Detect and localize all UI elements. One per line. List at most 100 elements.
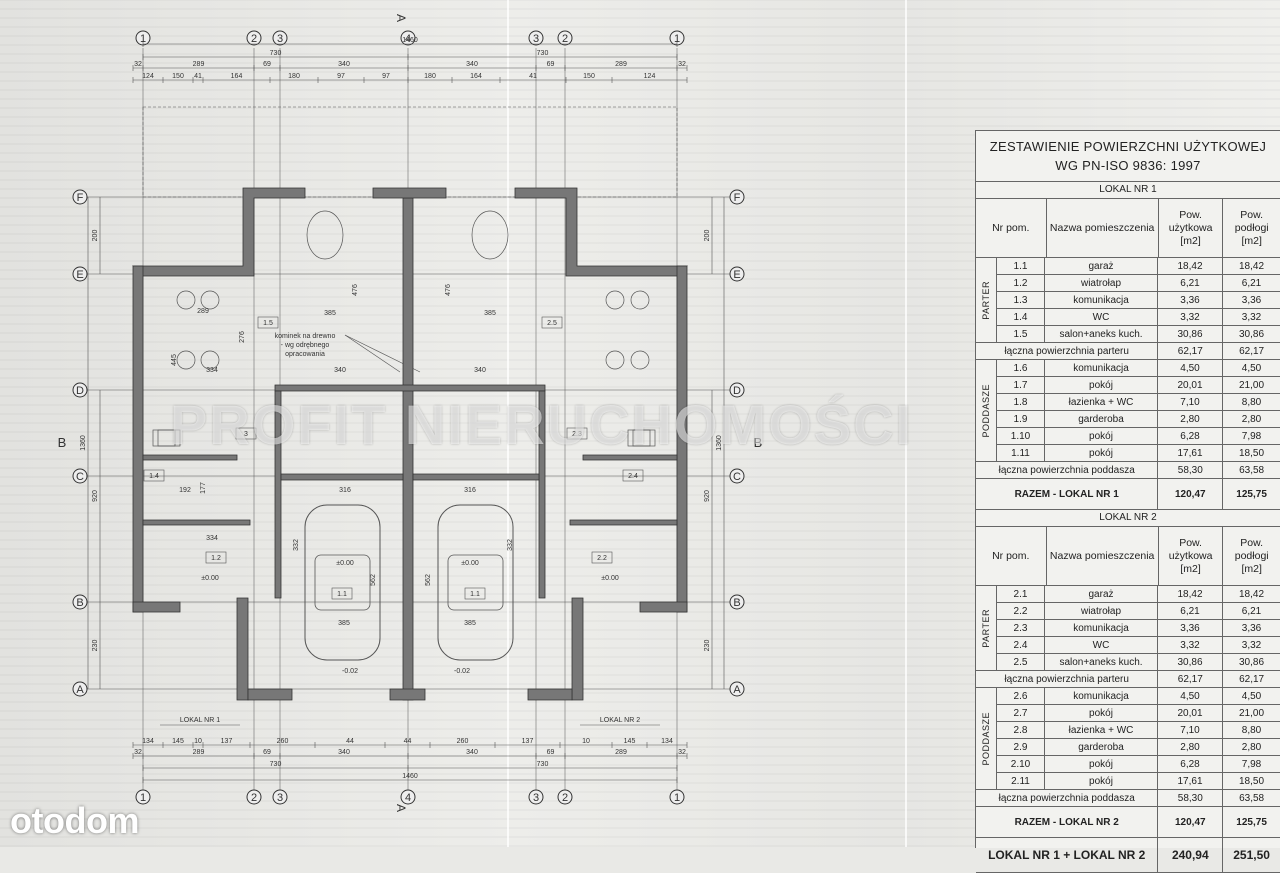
room-number: 2.5 (997, 654, 1045, 670)
row-right-marker: B (733, 597, 740, 609)
floor-sum-area-floor: 62,17 (1239, 345, 1265, 357)
fireplace-note: - wg odrębnego (281, 342, 330, 349)
wall-interior-d (274, 384, 546, 392)
row-right-marker: D (733, 385, 741, 397)
room-area-floor: 3,36 (1241, 622, 1262, 634)
room-number: 1.4 (997, 309, 1045, 325)
row-right-marker-bubble (729, 681, 745, 697)
wall-wc-left (142, 454, 238, 461)
room-name: komunikacja (1045, 360, 1158, 376)
chair-symbol (605, 290, 625, 310)
room-label: 2.5 (547, 320, 557, 327)
axis-bottom-marker: 1 (674, 792, 680, 804)
fireplace-note: kominek na drewno (275, 333, 336, 340)
room-number: 2.9 (997, 739, 1045, 755)
axis-bottom-marker: 4 (405, 792, 411, 804)
room-area-floor: 4,50 (1241, 690, 1262, 702)
room-area-floor: 7,98 (1241, 758, 1262, 770)
row-left-marker: F (77, 192, 84, 204)
axis-top-marker: 4 (405, 33, 411, 45)
floor-sum-area-use: 58,30 (1158, 790, 1224, 806)
schedule-title-line2: WG PN-ISO 9836: 1997 (1055, 158, 1201, 173)
room-area-use: 3,32 (1158, 637, 1223, 653)
unit-title: LOKAL NR 2 (976, 510, 1280, 527)
dimension-label: 289 (193, 749, 205, 756)
dimension-label: 200 (704, 230, 711, 242)
dimension-label: 32 (134, 749, 142, 756)
room-name: garaż (1045, 258, 1158, 274)
room-area-use: 3,36 (1158, 620, 1223, 636)
room-label: 2.2 (597, 555, 607, 562)
section-side-left: B (58, 435, 67, 450)
fireplace-note: opracowania (285, 351, 325, 358)
dimension-label: 164 (470, 73, 482, 80)
floor-level: ±0.00 (461, 560, 479, 567)
room-label: 2.4 (628, 473, 638, 480)
leader-line (344, 334, 401, 373)
floor-sum-label: łączna powierzchnia parteru (976, 343, 1159, 359)
room-area-floor: 18,42 (1238, 588, 1265, 600)
floor-sum-area-floor: 63,58 (1239, 792, 1265, 804)
floor-level: ±0.00 (201, 575, 219, 582)
table-symbol (471, 210, 509, 260)
row-left-marker-bubble (72, 468, 88, 484)
room-area-floor: 8,80 (1241, 724, 1262, 736)
row-right-marker-bubble (729, 382, 745, 398)
axis-top-marker: 3 (277, 33, 283, 45)
inner-dimension: 192 (179, 487, 191, 494)
dimension-label: 730 (270, 50, 282, 57)
dimension-label: 340 (466, 61, 478, 68)
room-area-floor: 30,86 (1238, 328, 1265, 340)
row-left-marker: D (76, 385, 84, 397)
dimension-label: 289 (193, 61, 205, 68)
inner-dimension: 476 (445, 284, 452, 296)
dimension-label: 340 (338, 61, 350, 68)
inner-dimension: 177 (200, 482, 207, 494)
room-area-floor: 6,21 (1241, 605, 1262, 617)
axis-top-marker: 3 (533, 33, 539, 45)
room-name: garderoba (1045, 411, 1158, 427)
row-right-marker: A (733, 684, 741, 696)
room-number: 1.1 (997, 258, 1045, 274)
room-number: 1.8 (997, 394, 1045, 410)
room-number: 2.2 (997, 603, 1045, 619)
room-number: 1.9 (997, 411, 1045, 427)
wall-garage-south-left (247, 688, 293, 701)
dimension-label: 124 (142, 73, 154, 80)
room-label-box (541, 316, 563, 329)
wall-hall-left (142, 519, 251, 526)
dimension-label: 97 (382, 73, 390, 80)
inner-dimension: 476 (352, 284, 359, 296)
unit-total-label: RAZEM - LOKAL NR 1 (976, 479, 1159, 509)
floor-level: ±0.00 (601, 575, 619, 582)
room-area-use: 18,42 (1158, 586, 1223, 602)
wall-interior-right-v (538, 390, 546, 599)
room-label: 1.2 (211, 555, 221, 562)
room-number: 2.4 (997, 637, 1045, 653)
room-area-use: 18,42 (1158, 258, 1223, 274)
car-outline (437, 504, 514, 661)
room-area-floor: 8,80 (1241, 396, 1262, 408)
room-name: komunikacja (1045, 292, 1158, 308)
room-label-box (143, 469, 165, 482)
grand-total-label: LOKAL NR 1 + LOKAL NR 2 (976, 838, 1159, 872)
dimension-label: 41 (194, 73, 202, 80)
room-label-box (622, 469, 644, 482)
inner-dimension: 562 (370, 574, 377, 586)
inner-dimension: 562 (425, 574, 432, 586)
room-area-use: 7,10 (1158, 394, 1223, 410)
row-right-marker-bubble (729, 266, 745, 282)
schedule-title: ZESTAWIENIE POWIERZCHNI UŻYTKOWEJ WG PN-… (976, 131, 1280, 182)
dimension-label: 150 (583, 73, 595, 80)
room-label-box (331, 587, 353, 600)
